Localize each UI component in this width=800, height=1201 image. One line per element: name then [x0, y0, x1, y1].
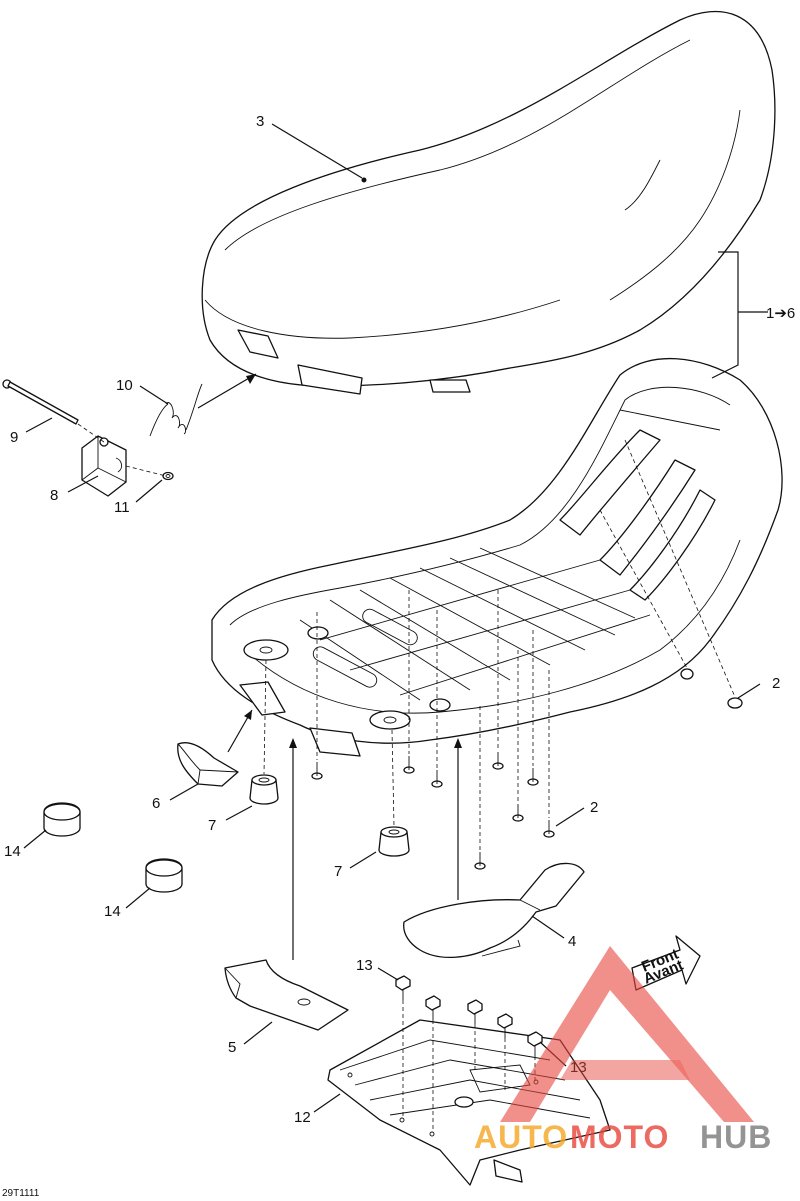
watermark-moto: MOTO: [570, 1119, 669, 1155]
automotohub-watermark: AUTO MOTO HUB: [474, 946, 772, 1155]
leader-lines: [23, 123, 761, 1113]
callout-1: 1➔6: [766, 305, 795, 322]
callout-2-upper: 2: [772, 675, 780, 692]
front-direction-arrow: Front Avant: [631, 935, 701, 991]
watermark-auto: AUTO: [474, 1119, 568, 1155]
watermark-triangle-bar: [560, 1060, 690, 1080]
latch-bracket-part: [81, 435, 127, 497]
callout-6: 6: [152, 795, 160, 812]
callout-10: 10: [116, 377, 133, 394]
latch-bolt-part: [2, 379, 79, 425]
callout-7-lower: 7: [334, 863, 342, 880]
washer-part: [162, 471, 174, 481]
callout-13-upper: 13: [356, 957, 373, 974]
callout-9: 9: [10, 429, 18, 446]
callout-7-upper: 7: [208, 817, 216, 834]
callout-3: 3: [256, 113, 264, 130]
bolts-part-13: [395, 975, 543, 1056]
callout-14-upper: 14: [4, 843, 21, 860]
latch-spring-part: [149, 373, 257, 437]
callout-numbers: 1➔6 3 10 9 8 11 2 2 6 7 7 14 14 4 5 12 1…: [2, 113, 795, 1199]
heat-shield-part-4: [403, 862, 585, 959]
callout-11: 11: [114, 499, 130, 516]
grommet-part-7-lower: [378, 826, 410, 857]
fastener-pins-part-2: [311, 668, 743, 870]
plug-part-14-lower: [145, 858, 183, 893]
drawing-reference: 29T1111: [2, 1188, 40, 1199]
watermark-triangle-right: [610, 946, 754, 1122]
callout-8: 8: [50, 487, 58, 504]
seat-base-part: [211, 358, 783, 757]
plug-part-14-upper: [43, 802, 81, 837]
watermark-triangle-left: [500, 946, 610, 1122]
callout-5: 5: [228, 1039, 236, 1056]
watermark-hub: HUB: [700, 1119, 772, 1155]
callout-2-lower: 2: [590, 799, 598, 816]
grommet-part-7-upper: [249, 774, 279, 805]
bumper-part-6: [177, 742, 239, 787]
callout-13-lower: 13: [570, 1059, 587, 1076]
callout-4: 4: [568, 933, 576, 950]
seat-cushion-part: [201, 10, 776, 395]
callout-12: 12: [294, 1109, 311, 1126]
callout-14-lower: 14: [104, 903, 121, 920]
heat-shield-part-5: [224, 959, 349, 1031]
